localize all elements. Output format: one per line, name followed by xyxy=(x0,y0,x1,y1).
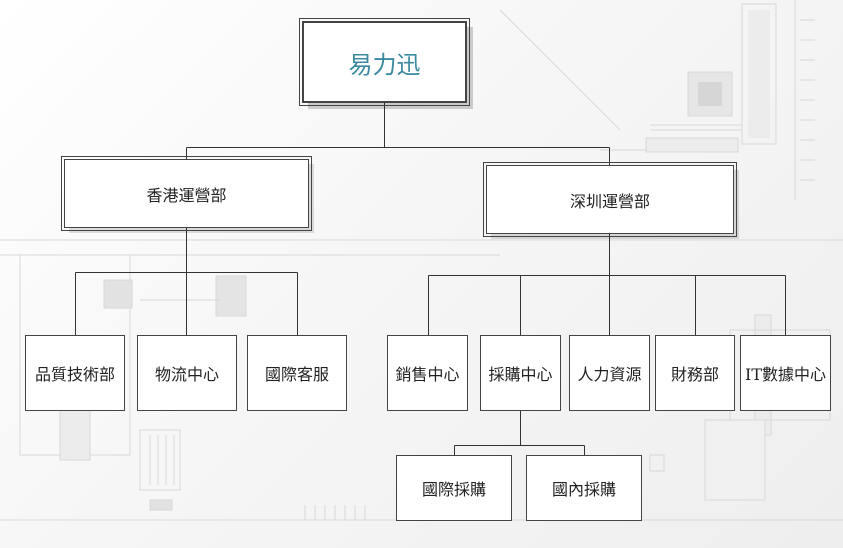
org-node-sales: 銷售中心 xyxy=(387,335,468,411)
org-node-intl-customer-service-label: 國際客服 xyxy=(264,365,329,384)
org-node-domestic-purchasing-label: 國內採購 xyxy=(551,480,616,499)
org-node-hr-label: 人力資源 xyxy=(577,365,642,384)
org-node-finance-label: 財務部 xyxy=(670,365,719,384)
org-node-finance: 財務部 xyxy=(655,335,735,411)
org-node-intl-customer-service: 國際客服 xyxy=(247,335,347,411)
org-node-hr: 人力資源 xyxy=(569,335,650,411)
org-node-sales-label: 銷售中心 xyxy=(395,365,460,384)
org-node-hk-operations-label: 香港運營部 xyxy=(146,185,227,205)
org-node-it-data: IT數據中心 xyxy=(740,335,831,411)
org-node-purchasing-label: 採購中心 xyxy=(488,365,553,384)
org-node-intl-purchasing-label: 國際採購 xyxy=(421,480,486,499)
org-node-quality-tech-label: 品質技術部 xyxy=(34,365,115,384)
org-node-domestic-purchasing: 國內採購 xyxy=(526,455,642,521)
org-node-purchasing: 採購中心 xyxy=(480,335,561,411)
org-node-logistics-label: 物流中心 xyxy=(154,365,219,384)
org-node-intl-purchasing: 國際採購 xyxy=(396,455,512,521)
org-node-logistics: 物流中心 xyxy=(137,335,237,411)
org-node-root-label: 易力迅 xyxy=(348,50,421,79)
org-node-quality-tech: 品質技術部 xyxy=(25,335,125,411)
org-node-sz-operations-label: 深圳運營部 xyxy=(569,191,650,211)
org-node-root: 易力迅 xyxy=(299,18,470,106)
org-node-it-data-label: IT數據中心 xyxy=(745,365,826,384)
org-node-hk-operations: 香港運營部 xyxy=(61,156,312,231)
org-node-sz-operations: 深圳運營部 xyxy=(483,162,737,237)
